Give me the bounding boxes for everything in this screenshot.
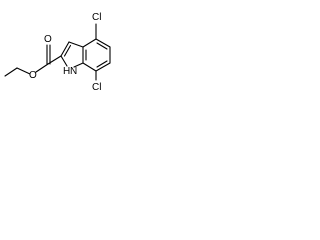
bond-c3a-c4 — [82, 38, 97, 48]
bond-carbonyl-c-c2 — [47, 55, 62, 65]
bond-c4-c5 — [95, 38, 111, 48]
bond-c2-c3-inner — [63, 44, 72, 57]
atom-carbonyl-o-label: O — [44, 34, 52, 45]
bond-c2-c3 — [60, 41, 70, 57]
bond-ethyl-ch3-ch2 — [4, 67, 18, 77]
bond-c7a-n — [73, 62, 84, 68]
bond-c3-c3a — [68, 41, 84, 48]
bond-ethyl-ch2-o — [16, 67, 31, 75]
atom-nh-h-label: H — [63, 66, 70, 77]
bond-c7-c7a — [82, 62, 97, 72]
atom-nh-n-label: N — [70, 66, 77, 77]
atom-ester-o-label: O — [29, 70, 37, 81]
bond-c6-c7 — [95, 62, 111, 72]
bond-c4-c5-inner — [96, 42, 108, 50]
bond-n-c2 — [60, 55, 68, 67]
atom-cl-top-label: Cl — [92, 12, 101, 23]
bond-ester-o-carbonyl-c — [35, 63, 49, 73]
bond-c6-c7-inner — [96, 60, 108, 68]
molecular-structure-diagram: Cl Cl O O H N — [4, 12, 111, 93]
atom-cl-bottom-label: Cl — [92, 82, 101, 93]
